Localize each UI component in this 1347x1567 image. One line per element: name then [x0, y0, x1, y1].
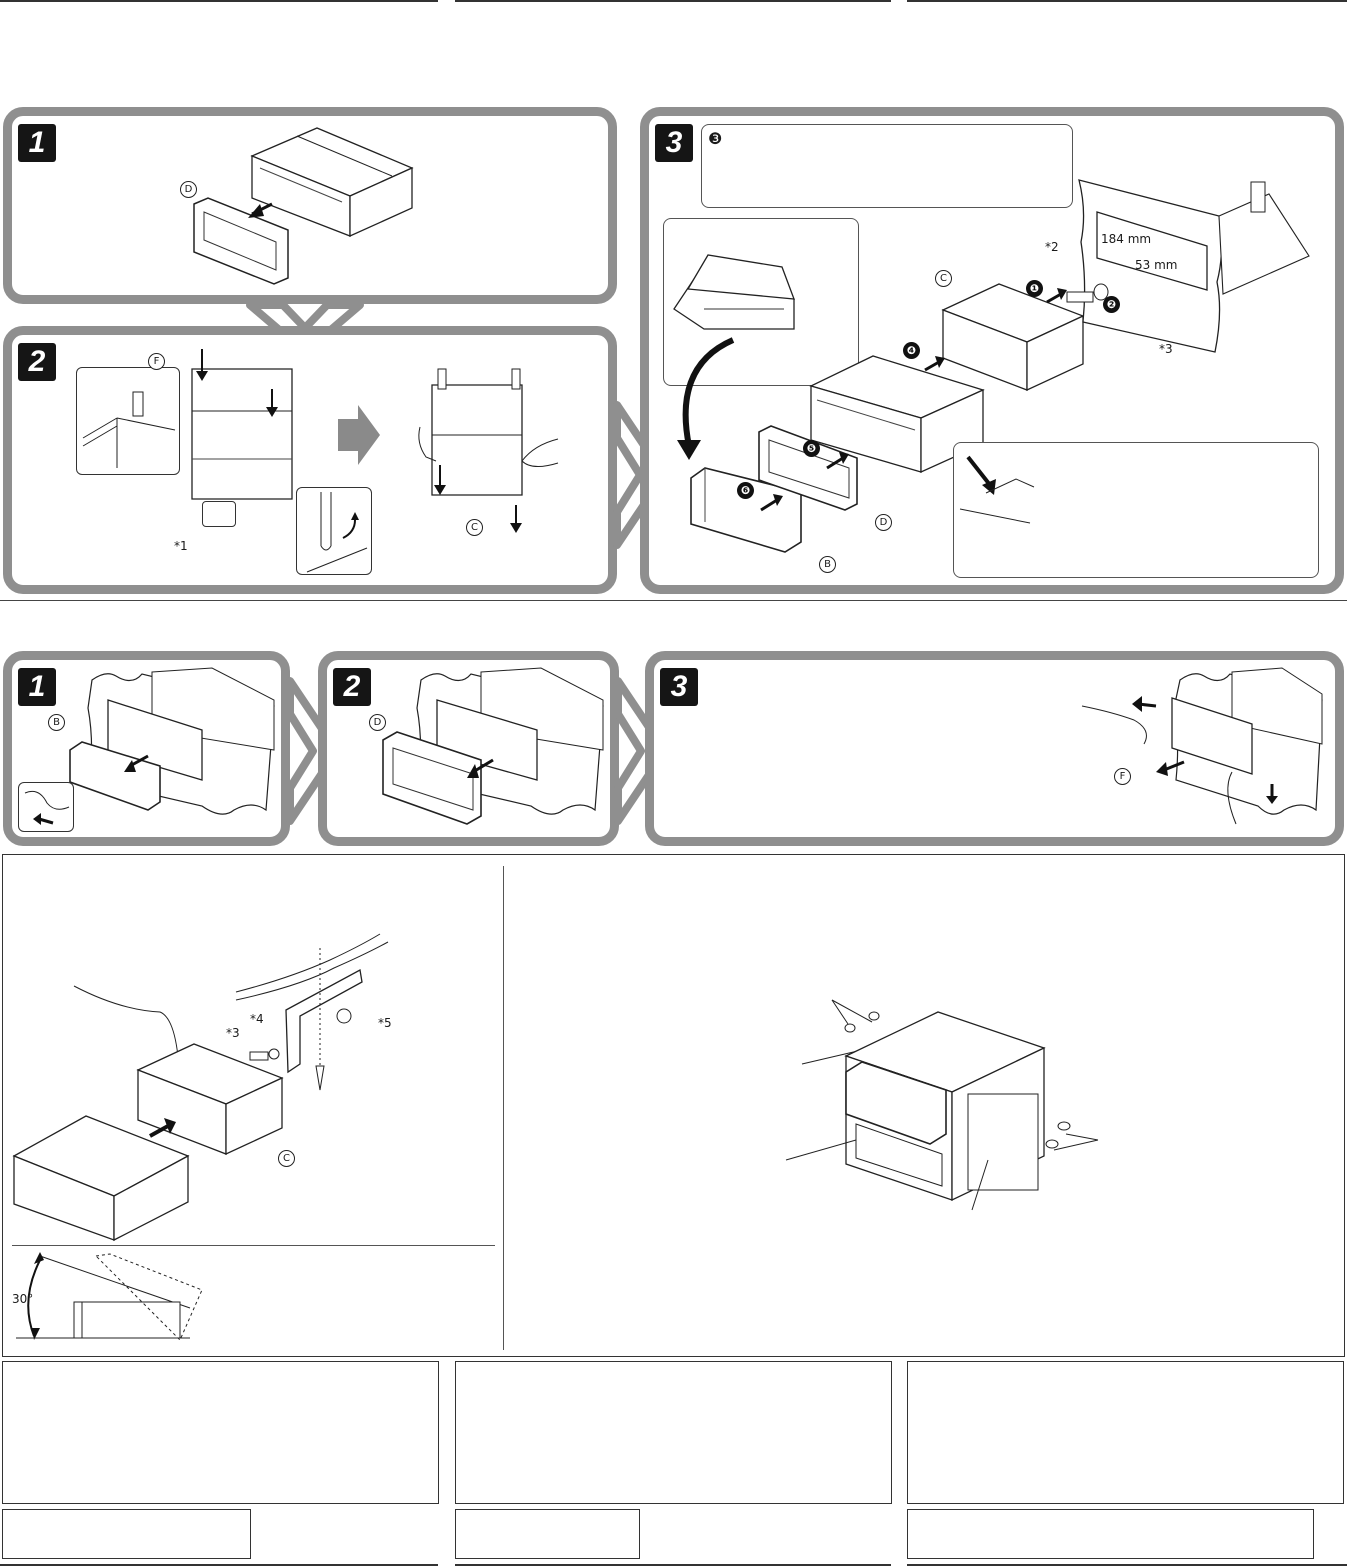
remove-faceplate-illustration: [69, 667, 275, 815]
removal-step-2-panel: 2 D: [318, 651, 619, 846]
part-label-f: F: [1114, 768, 1131, 785]
remove-trim-plate-illustration: [193, 127, 414, 285]
note-marker-3: *3: [1159, 342, 1173, 356]
trim-plate-d-illustration: [758, 425, 858, 511]
install-step-3-panel: 3 ❸ B D C: [640, 107, 1344, 594]
mounting-sleeve-illustration: [191, 349, 293, 500]
main-unit-illustration: [809, 355, 985, 474]
section-divider: [0, 600, 1347, 601]
step-number-badge: 2: [18, 343, 56, 381]
footer-tag-center: [455, 1509, 640, 1559]
part-label-b: B: [819, 556, 836, 573]
bend-tab-callout: [953, 442, 1319, 578]
step-number-badge: 3: [660, 668, 698, 706]
dimension-height: 53 mm: [1135, 258, 1178, 272]
bracket-mounting-illustration: [12, 933, 389, 1242]
angle-label: 30°: [12, 1292, 34, 1306]
footer-box-left: [2, 1361, 439, 1504]
dimension-width: 184 mm: [1101, 232, 1152, 246]
text-callout-top: ❸: [701, 124, 1073, 208]
faceplate-case-callout: [663, 218, 859, 386]
part-label-c: C: [278, 1150, 295, 1167]
note-marker-3: *3: [226, 1026, 240, 1040]
bottom-rule-right: [907, 1564, 1347, 1566]
footer-tag-left: [2, 1509, 251, 1559]
mounting-angle-illustration: [16, 1252, 203, 1341]
sequence-mark-3: ❸: [708, 131, 723, 148]
note-marker-1: *1: [174, 539, 188, 553]
angle-divider: [12, 1245, 495, 1246]
part-label-b: B: [48, 714, 65, 731]
step-number-badge: 3: [655, 124, 693, 162]
remove-trim-plate-illustration: [382, 667, 604, 825]
part-label-d: D: [369, 714, 386, 731]
footer-tag-right: [907, 1509, 1314, 1559]
big-next-arrow: [338, 405, 380, 465]
bottom-rule-center: [455, 1564, 891, 1566]
faceplate-case-illustration: [673, 254, 795, 330]
part-label-d: D: [180, 181, 197, 198]
sleeve-c-illustration: [941, 283, 1085, 392]
bolt-illustration: [1066, 283, 1109, 303]
removal-step-3-panel: 3 F: [645, 651, 1344, 846]
sequence-mark-1: ❶: [1026, 280, 1043, 297]
vertical-divider: [503, 866, 504, 1350]
note-marker-2: *2: [1045, 240, 1059, 254]
step-number-badge: 1: [18, 668, 56, 706]
bottom-rule-left: [0, 1564, 438, 1566]
part-label-c: C: [466, 519, 483, 536]
remove-unit-with-keys-illustration: [1081, 667, 1323, 825]
top-rule-right: [907, 0, 1347, 2]
sequence-mark-4: ❹: [903, 342, 920, 359]
release-button-inset: [18, 782, 74, 832]
note-marker-5: *5: [378, 1016, 392, 1030]
top-rule-center: [455, 0, 891, 2]
footer-box-center: [455, 1361, 892, 1504]
small-part-thumb: [202, 501, 236, 527]
install-step-2-panel: 2 F *1: [3, 326, 617, 594]
part-label-c: C: [935, 270, 952, 287]
note-marker-4: *4: [250, 1012, 264, 1026]
footer-box-right: [907, 1361, 1344, 1504]
screwdriver-bend-icon: [959, 455, 1035, 524]
faceplate-b-illustration: [690, 467, 802, 553]
removal-step-1-panel: 1 B: [3, 651, 290, 846]
sequence-mark-2: ❷: [1103, 296, 1120, 313]
step-number-badge: 1: [18, 124, 56, 162]
direction-arrows: [760, 288, 1067, 512]
part-label-d: D: [875, 514, 892, 531]
zoom-inset-tab: [76, 367, 180, 475]
sequence-mark-5: ❺: [803, 440, 820, 457]
double-din-unit-illustration: [785, 999, 1099, 1211]
part-label-f: F: [148, 353, 165, 370]
sequence-mark-6: ❻: [737, 482, 754, 499]
install-step-1-panel: 1 D: [3, 107, 617, 304]
top-rule-left: [0, 0, 438, 2]
zoom-inset-bend: [296, 487, 372, 575]
bend-tabs-hands-illustration: [418, 368, 559, 533]
step-number-badge: 2: [333, 668, 371, 706]
curved-arrow: [677, 337, 735, 460]
